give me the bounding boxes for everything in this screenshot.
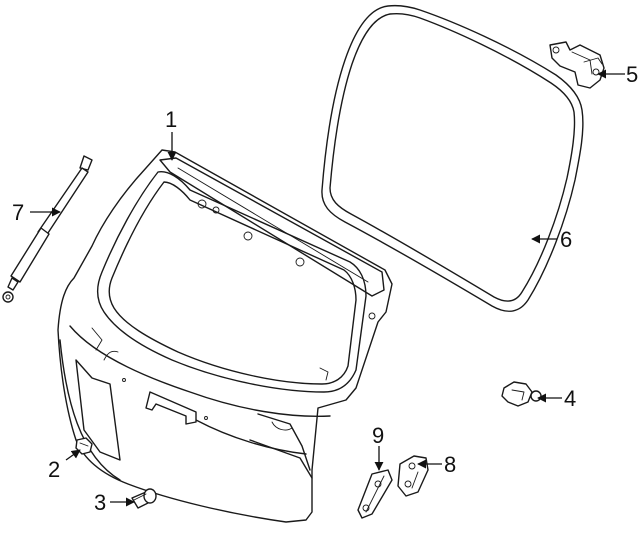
lift-support-part <box>2 155 93 303</box>
bracket-part <box>357 469 393 519</box>
callout-5: 5 <box>626 62 638 87</box>
hinge-part <box>549 41 605 89</box>
bumper-part <box>501 381 542 407</box>
callout-3: 3 <box>94 490 106 515</box>
callout-9: 9 <box>372 423 384 448</box>
liftgate-part <box>57 149 393 523</box>
callout-2: 2 <box>48 457 60 482</box>
bolt-part <box>131 488 157 509</box>
callout-6: 6 <box>560 227 572 252</box>
latch-part <box>397 455 429 497</box>
leader-2 <box>65 449 81 461</box>
callout-4: 4 <box>564 386 576 411</box>
callout-1: 1 <box>165 107 177 132</box>
callout-7: 7 <box>12 200 24 225</box>
callout-8: 8 <box>444 452 456 477</box>
weatherstrip-part <box>321 4 584 312</box>
